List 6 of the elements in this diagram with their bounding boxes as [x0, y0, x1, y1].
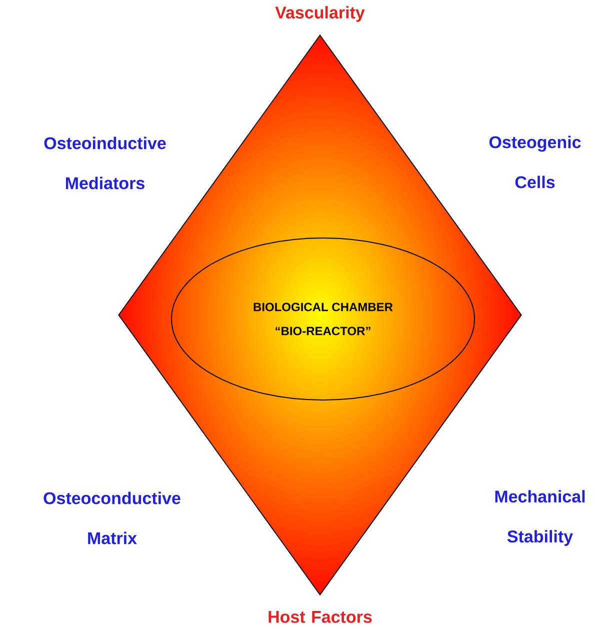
factor-label: Host Factors: [268, 611, 372, 623]
factor-label: Osteogenic Cells: [489, 136, 581, 188]
factor-label: Vascularity: [275, 6, 365, 22]
factor-label: Mechanical Stability: [495, 490, 585, 546]
factor-label: Osteoconductive Matrix: [44, 492, 180, 544]
factor-label: Osteoinductive Mediators: [44, 136, 166, 190]
